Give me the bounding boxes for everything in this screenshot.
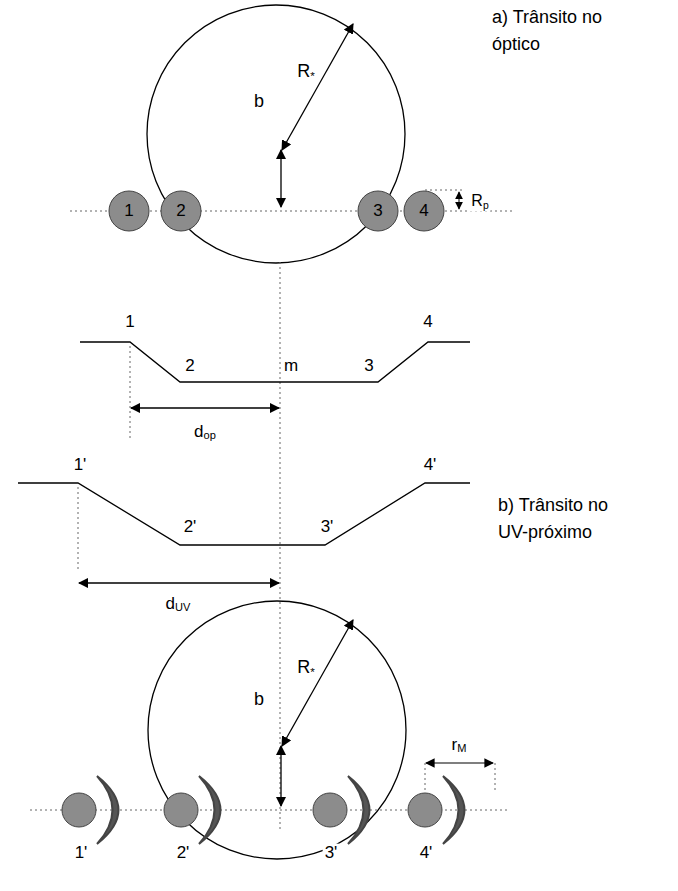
planet-with-crescent — [62, 776, 465, 844]
contact-line — [130, 346, 131, 440]
planet-disk: 1 — [108, 190, 150, 232]
contact-label: 4 — [421, 313, 434, 332]
impact-arrow — [280, 746, 281, 806]
contact-label: 3' — [323, 844, 340, 863]
light-curve — [80, 342, 470, 382]
contact-label: 2' — [182, 518, 199, 537]
dimension-label: dUV — [164, 595, 193, 614]
contact-label: 1' — [73, 844, 90, 863]
dimension-label: dop — [192, 423, 218, 442]
contact-line — [78, 487, 79, 570]
leader-line — [495, 763, 496, 792]
planet-number: 2 — [160, 190, 202, 232]
contact-label: 1' — [72, 456, 89, 475]
planet-number: 1 — [108, 190, 150, 232]
contact-label: 2 — [183, 357, 196, 376]
contact-label: 3 — [362, 357, 375, 376]
contact-label: 4' — [422, 456, 439, 475]
mid-transit-line — [280, 262, 281, 830]
star-disk — [148, 601, 406, 859]
planet-radius-arrow — [459, 192, 460, 209]
duration-arrow — [131, 407, 279, 408]
leader-line — [425, 763, 426, 790]
leader-line — [425, 190, 462, 191]
magnetosphere-arrow — [426, 762, 493, 763]
dimension-label: rM — [450, 736, 469, 755]
light-curve — [18, 483, 470, 545]
panel-title: a) Trânsito no óptico — [492, 4, 632, 58]
contact-label: 1 — [123, 313, 136, 332]
radius-arrow — [282, 620, 353, 746]
contact-label: 2' — [175, 844, 192, 863]
star-disk — [147, 5, 405, 263]
planet-disk: 3 — [357, 190, 399, 232]
planet-disk: 2 — [160, 190, 202, 232]
contact-label: b — [252, 690, 266, 710]
contact-label: b — [252, 92, 266, 112]
planet-number: 4 — [403, 190, 445, 232]
impact-arrow — [280, 150, 281, 207]
dimension-label: R* — [295, 658, 317, 679]
contact-label: 3' — [319, 518, 336, 537]
panel-title: b) Trânsito no UV-próximo — [498, 492, 638, 546]
dimension-label: Rp — [469, 192, 490, 211]
radius-arrow — [282, 24, 353, 150]
planet-disk: 4 — [403, 190, 445, 232]
contact-label: 4' — [418, 844, 435, 863]
planet-number: 3 — [357, 190, 399, 232]
contact-label: m — [282, 357, 300, 376]
duration-arrow — [79, 582, 279, 583]
dimension-label: R* — [295, 62, 317, 83]
